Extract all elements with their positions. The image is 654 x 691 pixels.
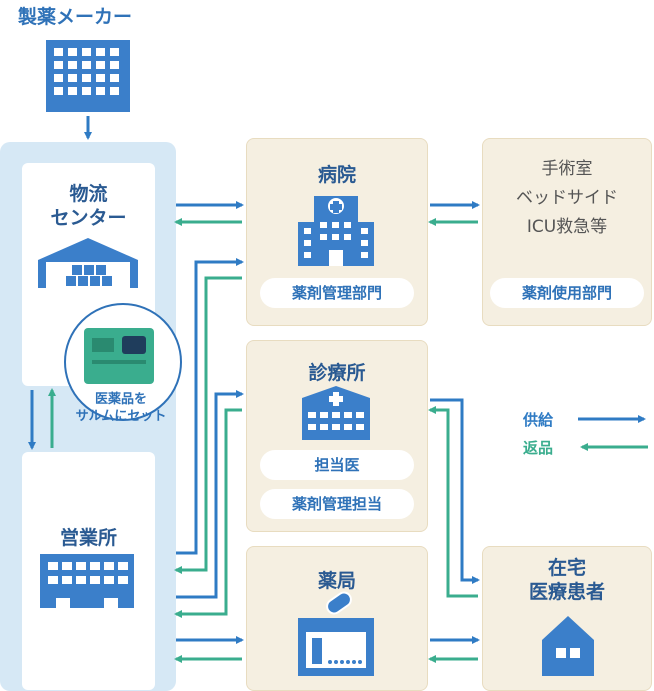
device-caption-line1: 医薬品を (94, 392, 147, 407)
home-patient-title: 在宅 医療患者 (482, 556, 652, 604)
distribution-center-title: 物流 センター (22, 182, 155, 230)
warehouse-icon (38, 238, 138, 288)
pharmacy-title: 薬局 (317, 570, 356, 592)
or-unit-line2: ベッドサイド (516, 188, 618, 208)
legend-supply-label: 供給 (523, 411, 554, 429)
hospital-to-office-return-arrow (174, 276, 242, 574)
office-building-icon (46, 40, 130, 112)
manufacturer-title: 製薬メーカー (18, 6, 133, 28)
home-to-clinic-return-arrow (428, 406, 478, 598)
home-patient-line1: 在宅 (547, 557, 586, 579)
house-icon (542, 616, 594, 676)
hospital-icon (298, 196, 374, 266)
clinic-to-office-return-arrow (174, 408, 242, 618)
clinic-title: 診療所 (308, 362, 366, 384)
or-unit-line1: 手術室 (541, 159, 593, 179)
or-unit-line3: ICU救急等 (526, 217, 608, 237)
clinic-doctor-pill: 担当医 (260, 450, 414, 480)
legend-return-label: 返品 (523, 439, 554, 457)
distribution-center-line1: 物流 (69, 183, 108, 205)
office-to-hospital-supply-arrow (176, 258, 244, 555)
clinic-icon (302, 386, 370, 440)
clinic-drug-manager-pill: 薬剤管理担当 (260, 489, 414, 519)
pharmacy-icon (298, 591, 374, 676)
sales-office-title: 営業所 (59, 527, 117, 549)
distribution-center-line2: センター (50, 207, 127, 229)
home-patient-line2: 医療患者 (528, 581, 605, 603)
hospital-dept-pill: 薬剤管理部門 (260, 278, 414, 308)
factory-icon (40, 554, 134, 608)
device-caption: 医薬品を サルムにセット (58, 391, 184, 425)
office-to-clinic-supply-arrow (176, 390, 244, 599)
or-unit-text: 手術室 ベッドサイド ICU救急等 (482, 155, 652, 242)
device-caption-line2: サルムにセット (75, 409, 167, 424)
drug-cabinet-icon (84, 328, 154, 384)
clinic-to-home-supply-arrow (430, 398, 480, 584)
or-unit-pill: 薬剤使用部門 (490, 278, 644, 308)
hospital-title: 病院 (317, 164, 356, 186)
